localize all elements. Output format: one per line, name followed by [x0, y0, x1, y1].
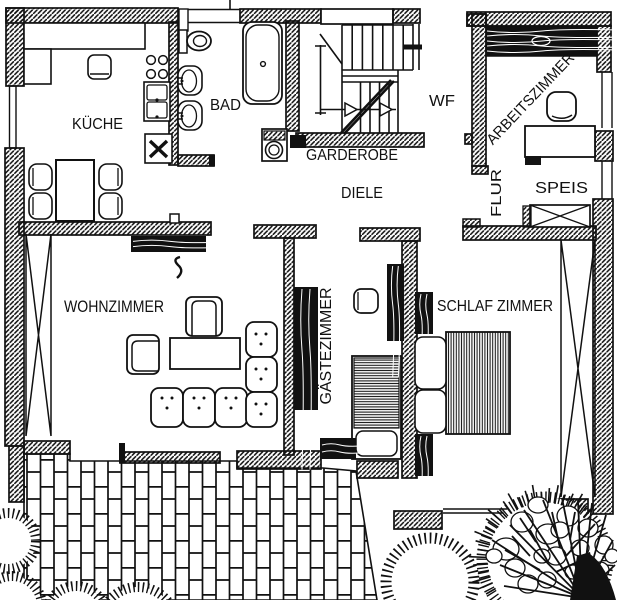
svg-text:SCHLAF ZIMMER: SCHLAF ZIMMER: [437, 298, 553, 315]
svg-text:SPEIS: SPEIS: [535, 180, 588, 197]
svg-text:GÄSTEZIMMER: GÄSTEZIMMER: [317, 288, 335, 405]
svg-text:DIELE: DIELE: [341, 185, 383, 202]
svg-text:KÜCHE: KÜCHE: [72, 115, 123, 133]
svg-text:BAD: BAD: [210, 97, 241, 114]
svg-text:GARDEROBE: GARDEROBE: [306, 147, 398, 164]
svg-text:WOHNZIMMER: WOHNZIMMER: [64, 298, 164, 316]
svg-text:WF: WF: [429, 93, 455, 110]
svg-text:FLUR: FLUR: [489, 169, 505, 217]
